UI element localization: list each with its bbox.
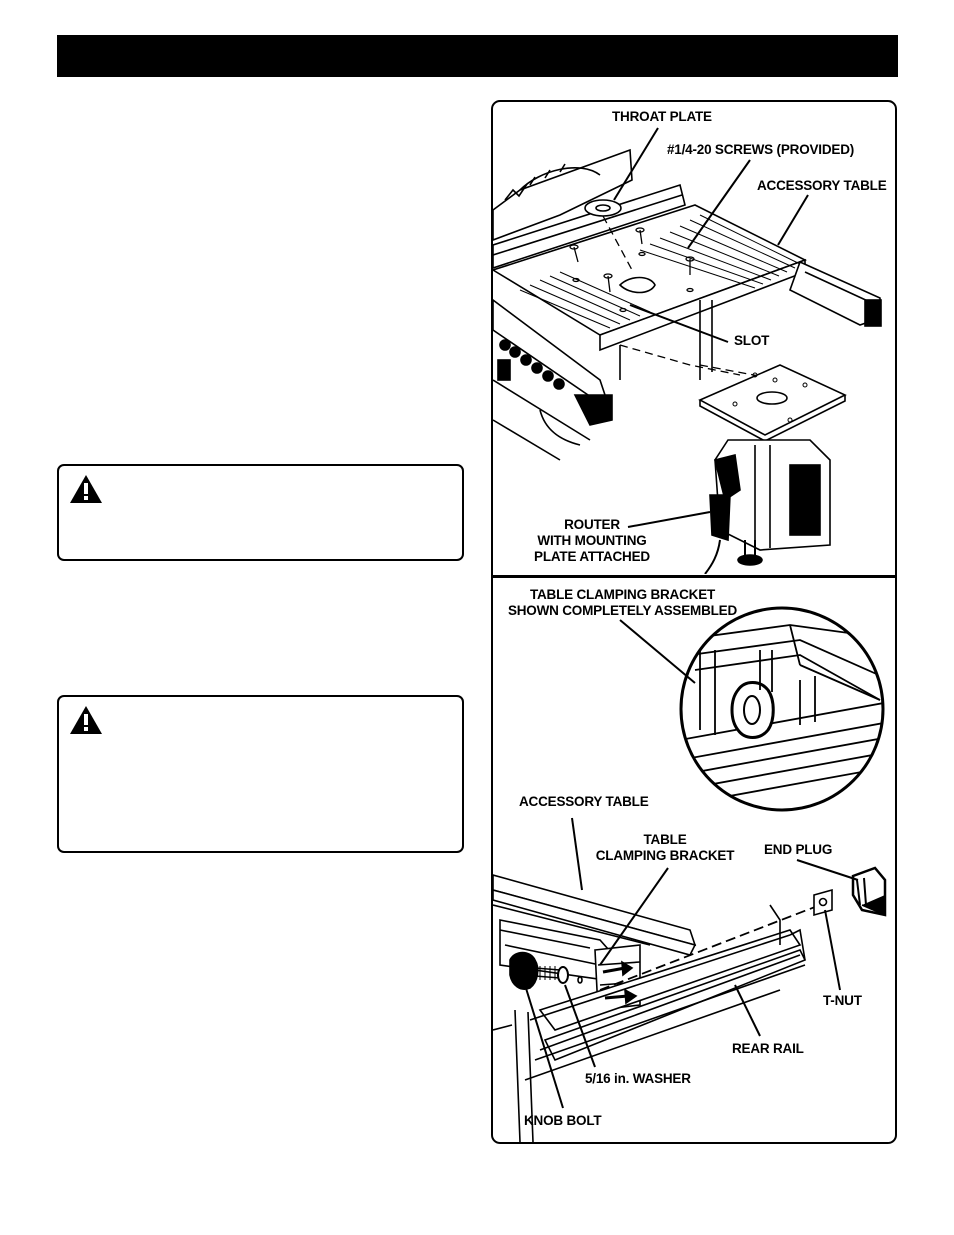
warning-box-1: [57, 464, 464, 561]
label-router-line2: WITH MOUNTING: [537, 533, 647, 548]
label-end-plug: END PLUG: [764, 842, 833, 857]
label-router-line1: ROUTER: [564, 517, 620, 532]
label-clamping-bracket-line2: CLAMPING BRACKET: [595, 848, 735, 863]
label-accessory-table-bottom: ACCESSORY TABLE: [519, 794, 649, 809]
label-throat-plate: THROAT PLATE: [612, 109, 712, 124]
page-header-bar: [57, 35, 898, 77]
label-washer: 5/16 in. WASHER: [585, 1071, 691, 1086]
label-bracket-assembled: TABLE CLAMPING BRACKET SHOWN COMPLETELY …: [500, 587, 745, 619]
label-router-line3: PLATE ATTACHED: [534, 549, 650, 564]
label-slot: SLOT: [734, 333, 770, 348]
label-bracket-assembled-line2: SHOWN COMPLETELY ASSEMBLED: [507, 603, 738, 618]
saw-and-router-drawing: [493, 148, 882, 574]
label-accessory-table-top: ACCESSORY TABLE: [757, 178, 887, 193]
warning-triangle-icon: [70, 475, 102, 503]
warning-triangle-icon: [70, 706, 102, 734]
label-rear-rail: REAR RAIL: [732, 1041, 804, 1056]
label-t-nut: T-NUT: [823, 993, 862, 1008]
label-clamping-bracket: TABLE CLAMPING BRACKET: [590, 832, 740, 864]
leader-lines-top: [613, 127, 809, 528]
label-router: ROUTER WITH MOUNTING PLATE ATTACHED: [522, 517, 662, 565]
label-clamping-bracket-line1: TABLE: [643, 832, 687, 847]
figure-divider: [491, 575, 897, 578]
warning-box-2: [57, 695, 464, 853]
label-bracket-assembled-line1: TABLE CLAMPING BRACKET: [529, 587, 716, 602]
clamping-bracket-drawing: [493, 606, 887, 1142]
leader-lines-bottom: [524, 817, 859, 1109]
label-screws: #1/4-20 SCREWS (PROVIDED): [667, 142, 855, 157]
label-knob-bolt: KNOB BOLT: [524, 1113, 602, 1128]
